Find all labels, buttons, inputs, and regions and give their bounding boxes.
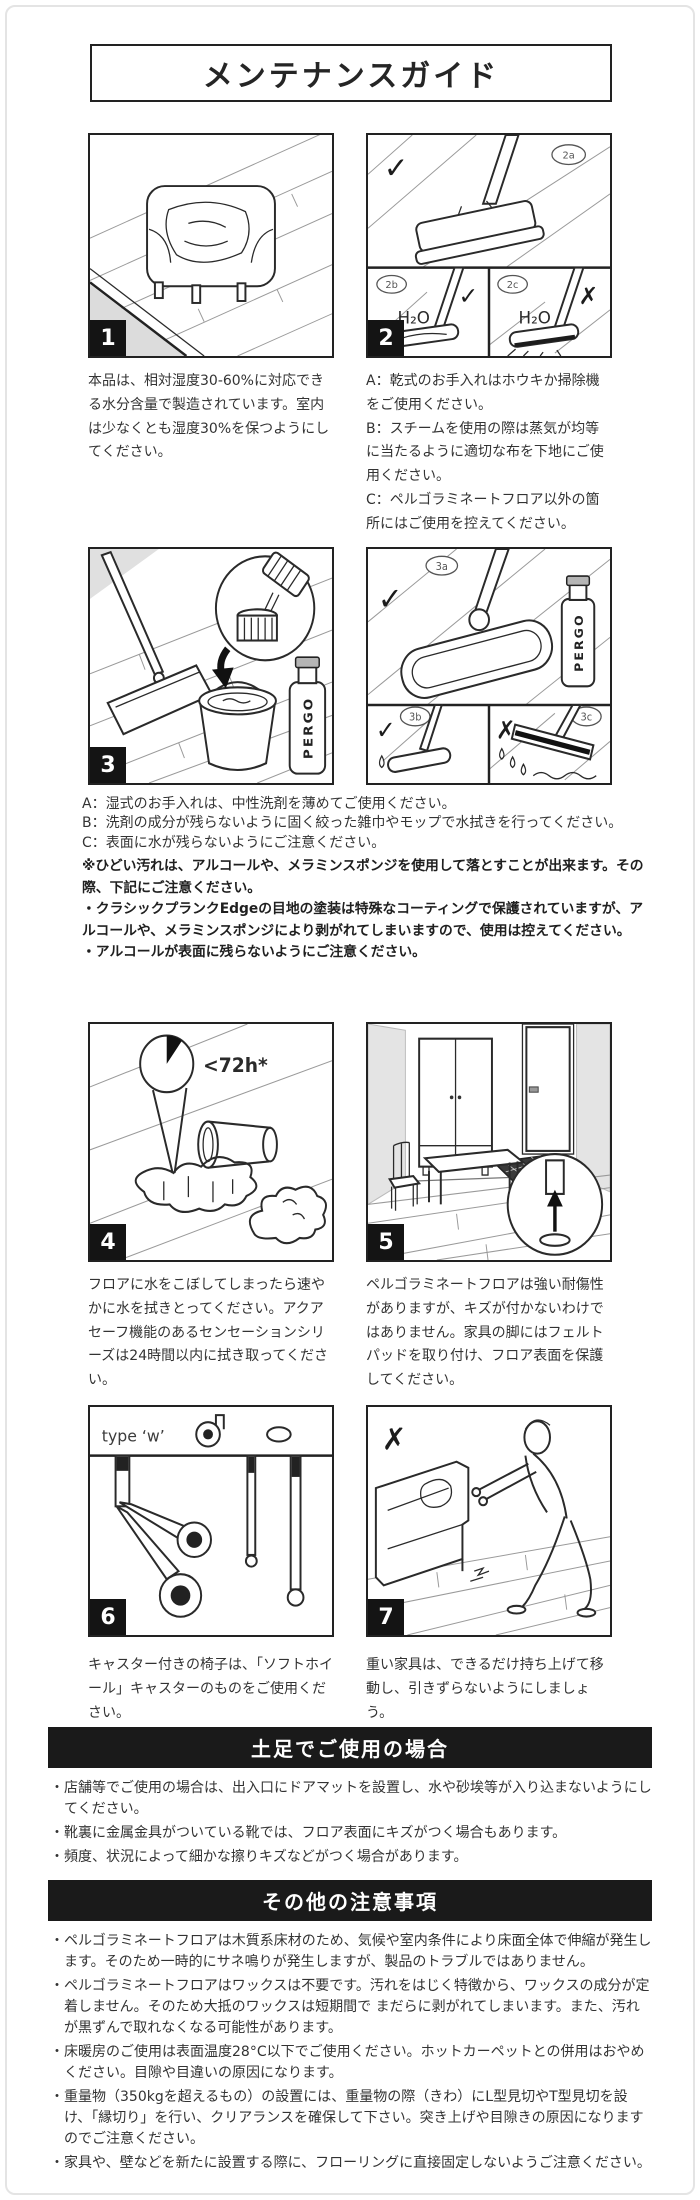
door-drawing xyxy=(521,1024,575,1155)
cross-icon: ✗ xyxy=(382,1422,407,1458)
other-bullet-list: ・ペルゴラミネートフロアは木質系床材のため、気候や室内条件により床面全体で伸縮が… xyxy=(50,1931,652,2177)
wiping-cloth-drawing xyxy=(248,1185,327,1245)
check-icon: ✓ xyxy=(378,582,403,618)
pouring-inset-drawing xyxy=(214,551,316,662)
bullet-item: ・頻度、状況によって細かな擦りキズなどがつく場合があります。 xyxy=(50,1849,468,1865)
clock-label: <72h* xyxy=(203,1054,268,1078)
check-icon: ✓ xyxy=(376,715,396,745)
bullet-item: ・重量物（350kgを超えるもの）の設置には、重量物の際（きわ）にL型見切やT型… xyxy=(50,2089,644,2147)
arrow-down-icon xyxy=(211,646,234,689)
badge-3a: 3a xyxy=(436,562,448,573)
bullet-item: ・靴裏に金属金具がついている靴では、フロア表面にキズがつく場合もあります。 xyxy=(50,1825,567,1841)
badge-3b: 3b xyxy=(409,712,421,723)
check-icon: ✓ xyxy=(459,282,479,310)
panel-number: 3 xyxy=(90,747,126,783)
badge-2c: 2c xyxy=(507,280,519,291)
caption-1: 本品は、相対湿度30-60%に対応できる水分含量で製造されています。室内は少なく… xyxy=(88,373,330,461)
caption-3-note: ※ひどい汚れは、アルコールや、メラミンスポンジを使用して落とすことが出来ます。そ… xyxy=(82,858,644,961)
h2o-label: H₂O xyxy=(519,308,551,328)
illustration-vacuum-steam: ✓ 2a 2b H₂O ✓ xyxy=(366,133,612,358)
office-chair-base-drawing xyxy=(114,1454,212,1618)
h2o-label: H₂O xyxy=(398,308,430,328)
section-header-other: その他の注意事項 xyxy=(48,1880,652,1921)
clock-icon xyxy=(139,1034,195,1094)
bucket-drawing xyxy=(198,681,277,772)
bullet-item: ・ペルゴラミネートフロアは木質系床材のため、気候や室内条件により床面全体で伸縮が… xyxy=(50,1933,652,1970)
feltpad-inset-drawing xyxy=(506,1153,604,1256)
bullet-item: ・床暖房のご使用は表面温度28°C以下でご使用ください。ホットカーペットとの併用… xyxy=(50,2044,645,2081)
spilled-cup-drawing xyxy=(197,1120,278,1169)
panel-number: 4 xyxy=(90,1224,126,1260)
badge-2b: 2b xyxy=(385,280,397,291)
pad-icon xyxy=(266,1426,292,1443)
caption-5: ペルゴラミネートフロアは強い耐傷性がありますが、キズが付かないわけではありません… xyxy=(366,1277,604,1389)
scratch-marks xyxy=(470,1566,490,1582)
illustration-spill-wipe: <72h* 4 xyxy=(88,1022,334,1262)
check-icon: ✓ xyxy=(384,151,409,185)
section-title: 土足でご使用の場合 xyxy=(251,1737,449,1761)
illustration-room-feltpad: 5 xyxy=(366,1022,612,1262)
illustration-armchair-humidity: 1 xyxy=(88,133,334,358)
table-legs-drawing xyxy=(244,1454,305,1607)
title-box: メンテナンスガイド xyxy=(90,44,612,102)
caption-3: A：湿式のお手入れは、中性洗剤を薄めてご使用ください。 B：洗剤の成分が残らない… xyxy=(82,796,623,851)
armchair-drawing xyxy=(146,185,276,304)
panel-number: 5 xyxy=(368,1224,404,1260)
chair-drawing xyxy=(387,1141,422,1211)
badge-2a: 2a xyxy=(563,151,575,162)
illustration-wet-mop-panels: ✓ 3a PERGO xyxy=(366,547,612,785)
bullet-item: ・家具や、壁などを新たに設置する際に、フローリングに直接固定しないようご注意くだ… xyxy=(50,2155,651,2171)
panel-number: 6 xyxy=(90,1599,126,1635)
wardrobe-drawing xyxy=(418,1037,493,1176)
caption-7: 重い家具は、できるだけ持ち上げて移動し、引きずらないようにしましょう。 xyxy=(366,1657,604,1721)
shoes-bullet-list: ・店舗等でご使用の場合は、出入口にドアマットを設置し、水や砂埃等が入り込まないよ… xyxy=(50,1778,652,1871)
bottle-label: PERGO xyxy=(302,697,317,759)
caption-6: キャスター付きの椅子は、「ソフトホイール」キャスターのものをご使用ください。 xyxy=(88,1657,333,1721)
illustration-casters: type ‘w’ xyxy=(88,1405,334,1637)
pergo-bottle-drawing: PERGO xyxy=(560,575,596,688)
page-title: メンテナンスガイド xyxy=(202,59,500,94)
flat-mop-drawing xyxy=(100,550,214,736)
cross-icon: ✗ xyxy=(496,715,516,745)
sofa-drawing xyxy=(374,1460,470,1587)
type-w-label: type ‘w’ xyxy=(102,1426,165,1445)
badge-3c: 3c xyxy=(581,712,593,723)
damp-mop-drawing xyxy=(378,703,452,773)
wet-squeegee-drawing xyxy=(498,703,597,780)
bottle-label: PERGO xyxy=(572,613,586,671)
cross-icon: ✗ xyxy=(579,282,599,310)
pergo-bottle-drawing: PERGO xyxy=(288,656,327,775)
section-header-shoes: 土足でご使用の場合 xyxy=(48,1727,652,1768)
caption-2: A：乾式のお手入れはホウキか掃除機をご使用ください。 B：スチームを使用の際は蒸… xyxy=(366,373,604,532)
puddle-drawing xyxy=(134,1156,258,1213)
bullet-item: ・ペルゴラミネートフロアはワックスは不要です。汚れをはじく特徴から、ワックスの成… xyxy=(50,1978,650,2036)
caster-icon xyxy=(195,1414,225,1448)
flat-mop-ok-drawing xyxy=(400,549,554,699)
illustration-bucket-detergent: PERGO 3 xyxy=(88,547,334,785)
panel-number: 1 xyxy=(90,320,126,356)
steam-mop-ng-drawing xyxy=(507,266,585,356)
illustration-dragging-sofa: ✗ 7 xyxy=(366,1405,612,1637)
vacuum-head-drawing xyxy=(414,135,545,265)
bullet-item: ・店舗等でご使用の場合は、出入口にドアマットを設置し、水や砂埃等が入り込まないよ… xyxy=(50,1780,652,1817)
caption-4: フロアに水をこぼしてしまったら速やかに水を拭きとってください。アクアセーフ機能の… xyxy=(88,1277,328,1389)
panel-number: 7 xyxy=(368,1599,404,1635)
section-title: その他の注意事項 xyxy=(262,1890,438,1914)
panel-number: 2 xyxy=(368,320,404,356)
person-drawing xyxy=(471,1419,597,1618)
